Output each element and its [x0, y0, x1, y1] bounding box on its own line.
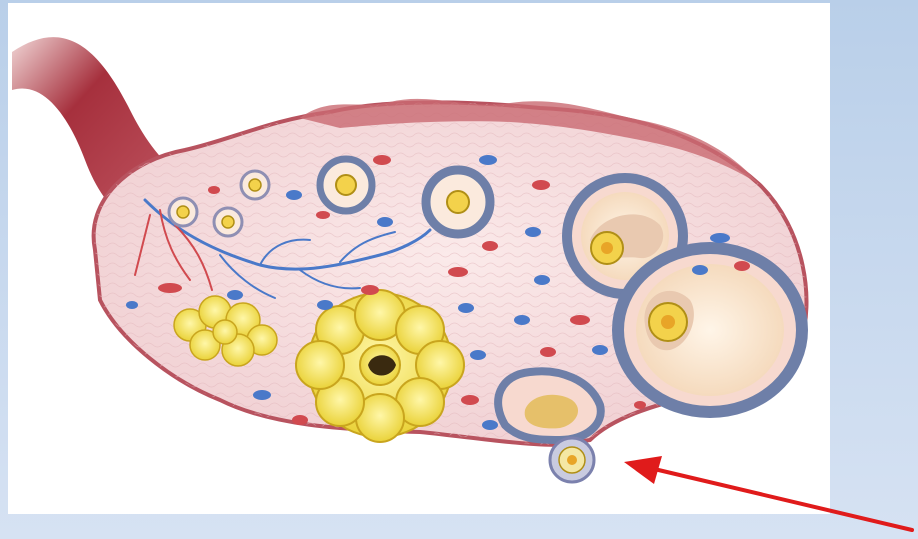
graafian-follicle	[618, 248, 802, 412]
red-arrow-icon	[624, 456, 912, 530]
released-oocyte	[550, 438, 594, 482]
ruptured-follicle	[498, 371, 601, 440]
